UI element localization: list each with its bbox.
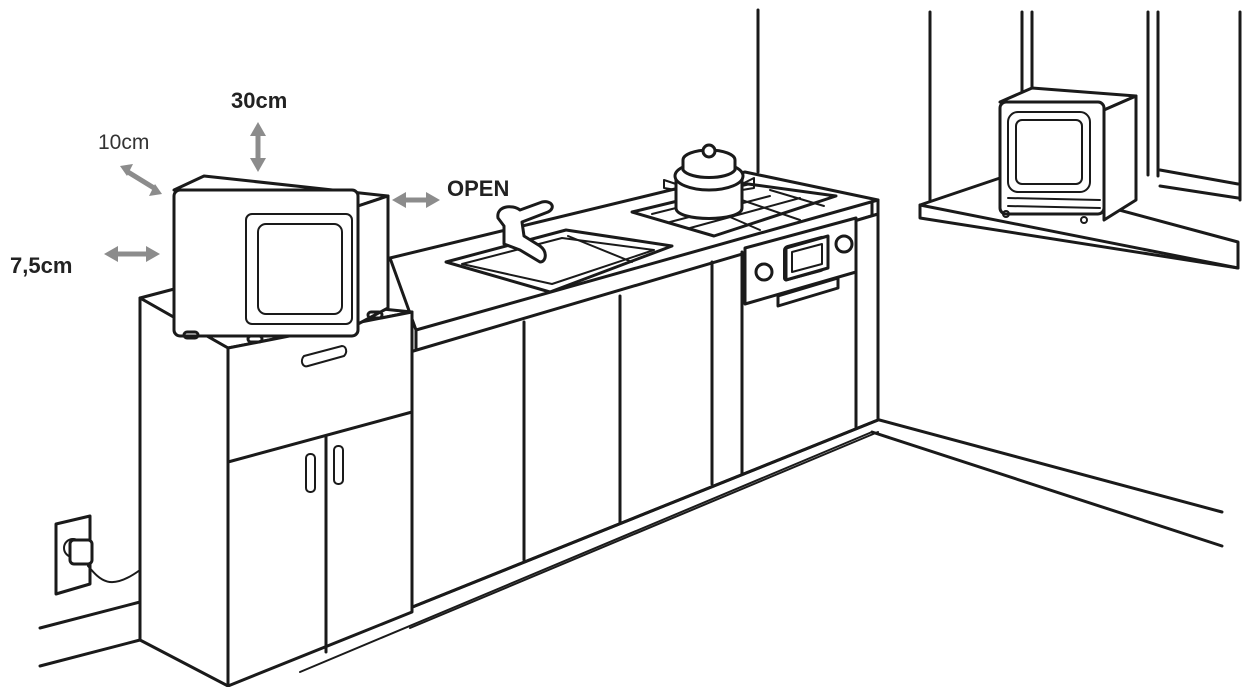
wall-socket	[54, 514, 141, 596]
built-in-oven	[743, 216, 858, 308]
cooking-pot	[663, 143, 755, 220]
arrow-top-clearance	[250, 122, 266, 172]
clearance-right-label: OPEN	[447, 176, 510, 201]
lower-cabinets	[408, 212, 880, 629]
microwave-stand-cabinet	[138, 286, 414, 687]
clearance-left-label: 7,5cm	[10, 253, 73, 278]
clearance-top-label: 30cm	[231, 88, 288, 113]
arrow-right-clearance	[392, 192, 440, 208]
clearance-back-label: 10cm	[98, 131, 150, 154]
clearance-arrows	[104, 122, 440, 262]
arrow-left-clearance	[104, 246, 160, 262]
microwave-main	[172, 174, 390, 344]
faucet	[496, 200, 554, 264]
arrow-back-clearance	[120, 164, 162, 196]
microwave-on-windowsill	[998, 86, 1138, 224]
